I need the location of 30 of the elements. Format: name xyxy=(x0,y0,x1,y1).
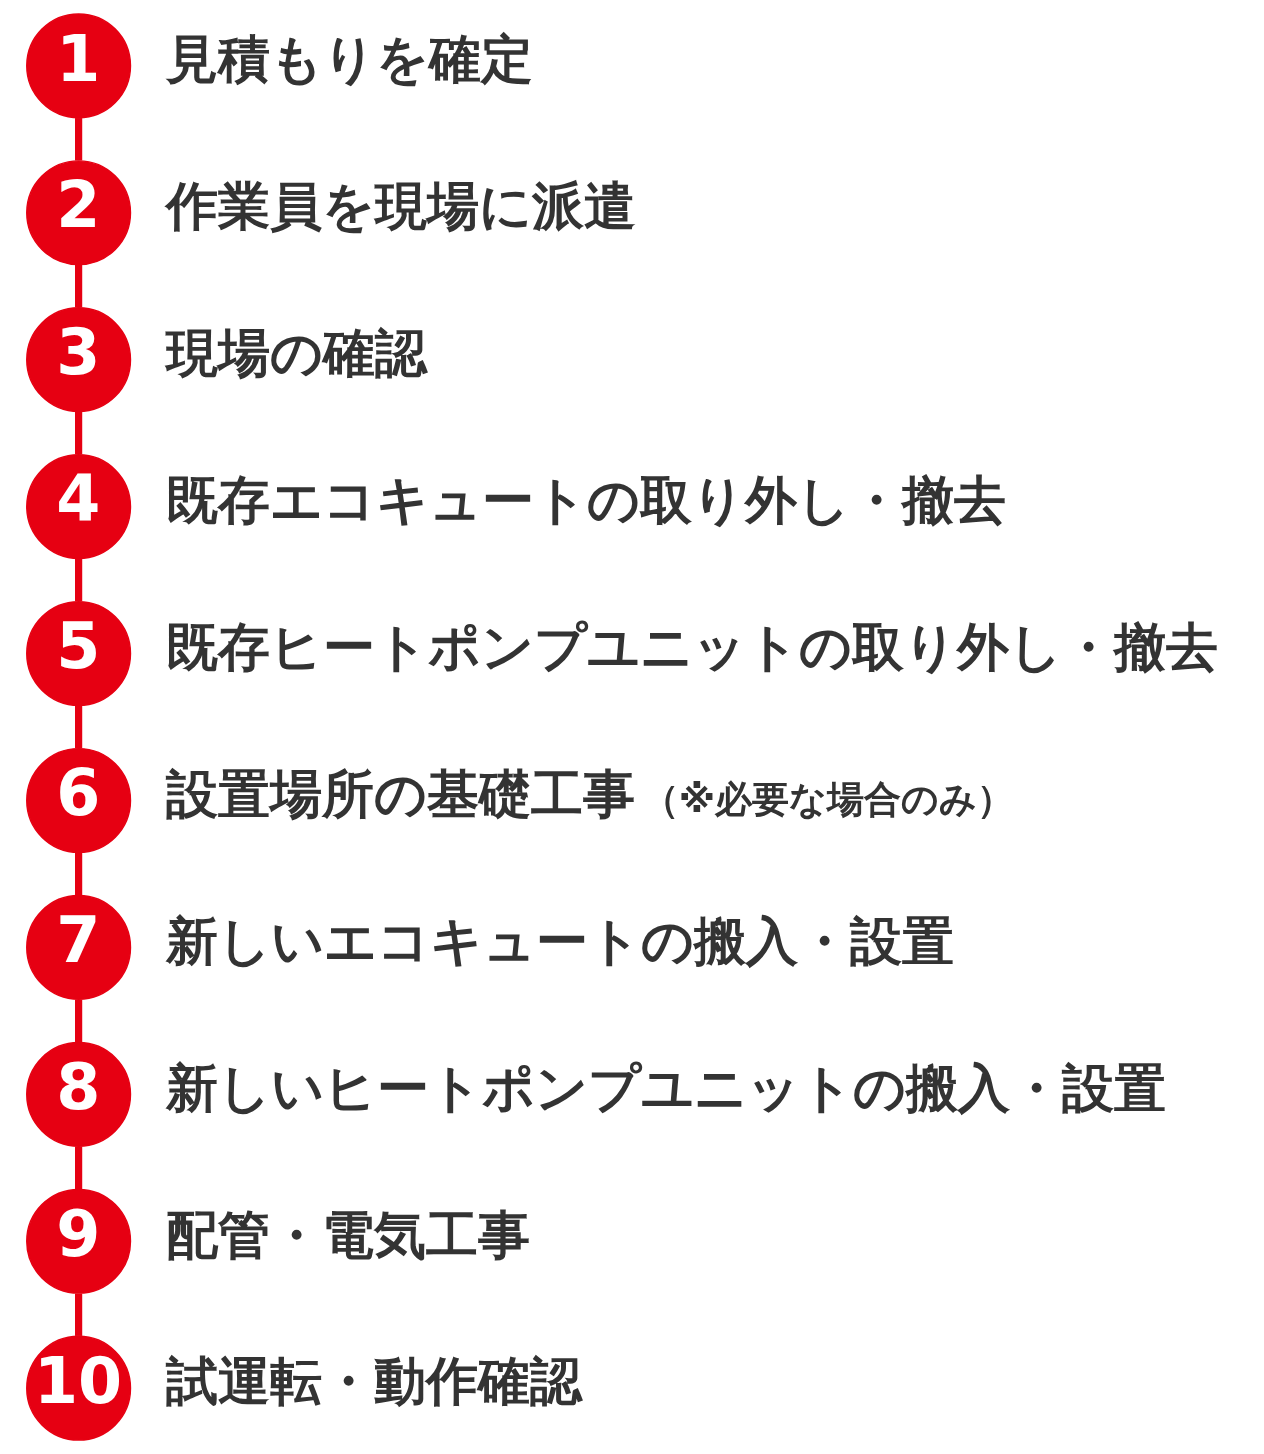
connector xyxy=(74,558,82,602)
node-label: 作業員を現場に派遣 xyxy=(165,175,636,236)
connector xyxy=(74,1293,82,1336)
node-label: 配管・電気工事 xyxy=(165,1204,530,1265)
node-circle: 6 xyxy=(25,747,131,854)
connector xyxy=(74,1146,82,1189)
node-circle: 8 xyxy=(25,1041,131,1147)
node-label: 設置場所の基礎工事 xyxy=(165,763,635,824)
node-circle: 4 xyxy=(25,454,131,560)
connector xyxy=(74,411,82,455)
node-label: （※必要な場合のみ） xyxy=(641,776,1014,821)
node-circle: 1 xyxy=(25,13,131,119)
node-label: 現場の確認 xyxy=(165,322,427,383)
node-circle: 7 xyxy=(25,894,131,1000)
connector xyxy=(74,118,82,161)
node-label: 新しいエコキュートの搬入・設置 xyxy=(165,910,954,971)
node-label: 既存エコキュートの取り外し・撤去 xyxy=(165,469,1006,530)
connector xyxy=(74,852,82,896)
node-circle: 5 xyxy=(25,600,131,707)
connector xyxy=(74,264,82,308)
node-label: 新しいヒートポンプユニットの搬入・設置 xyxy=(165,1057,1166,1118)
node-label: 試運転・動作確認 xyxy=(165,1351,582,1412)
node-circle: 10 xyxy=(25,1335,131,1441)
node-circle: 3 xyxy=(25,307,131,413)
connector xyxy=(74,705,82,749)
node-label: 見積もりを確定 xyxy=(165,29,533,90)
connector xyxy=(74,999,82,1043)
node-circle: 2 xyxy=(25,160,131,266)
node-circle: 9 xyxy=(25,1188,131,1294)
node-label: 既存ヒートポンプユニットの取り外し・撤去 xyxy=(165,616,1218,677)
